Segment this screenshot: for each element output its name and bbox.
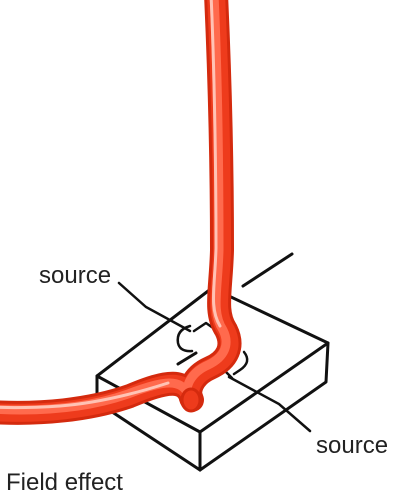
tube-highlight-lower [0,381,170,410]
tube-droplet [180,387,202,413]
tube-outline [0,0,242,425]
source-right-label: source [316,432,388,459]
bracket-left [176,324,194,353]
tube-body [0,0,239,422]
source-top-leader [117,281,192,333]
cross-line-upper [241,252,294,288]
device-block [95,286,330,472]
tube-highlight [209,0,222,328]
caption-label: Field effect [6,469,123,496]
tube-core [0,0,231,415]
red-tube [0,0,242,425]
cross-line [176,252,294,366]
block-front-right-face [198,341,330,472]
source-right-leader [227,375,312,433]
block-front-left-face [95,374,202,472]
cross-line-lower [176,351,198,366]
source-top-label: source [39,262,111,289]
bracket-right [232,350,249,376]
